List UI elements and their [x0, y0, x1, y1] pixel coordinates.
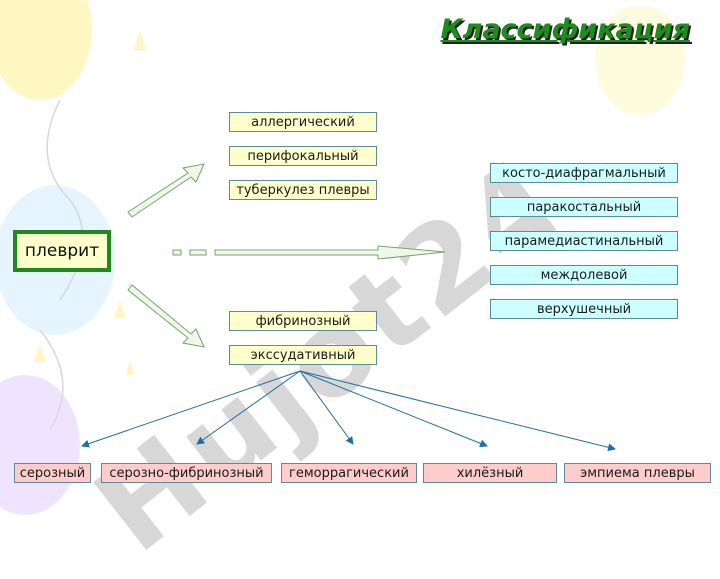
node-hemorrhagic: геморрагический [281, 463, 417, 483]
arrow-down-right [127, 284, 205, 348]
node-chylous: хилёзный [423, 463, 557, 483]
node-paramediastinal: парамедиастинальный [490, 231, 678, 251]
page-title: Классификация [440, 14, 690, 45]
node-tuberculosis: туберкулез плевры [229, 180, 377, 200]
node-exudative: экссудативный [229, 345, 377, 365]
arrow-right [172, 245, 446, 260]
node-serous: серозный [14, 463, 91, 483]
connector-arrows [81, 163, 616, 452]
node-apical: верхушечный [490, 299, 678, 319]
node-perifocal: перифокальный [229, 146, 377, 166]
node-paracostal: паракостальный [490, 197, 678, 217]
node-fibrinous: фибринозный [229, 311, 377, 331]
node-empyema: эмпиема плевры [564, 463, 711, 483]
node-serofibrinous: серозно-фибринозный [101, 463, 272, 483]
node-interlobar: междолевой [490, 265, 678, 285]
arrow-up-right [127, 163, 205, 218]
root-node-pleuritis: плеврит [13, 230, 111, 272]
node-allergic: аллергический [229, 112, 377, 132]
fan-out-arrows [81, 370, 616, 452]
node-costodiaphragmatic: косто-диафрагмальный [490, 163, 678, 183]
